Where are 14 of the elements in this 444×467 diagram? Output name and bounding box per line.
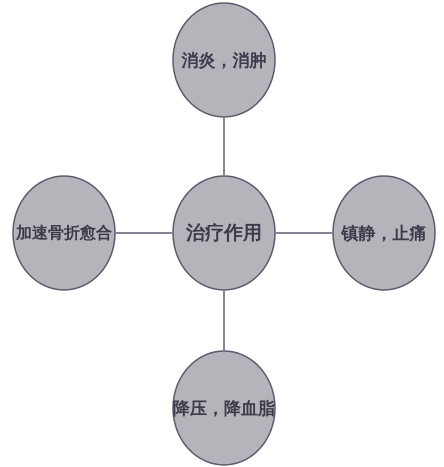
node-label: 消炎，消肿 [182,50,266,72]
connector-line [116,232,172,234]
ellipse-node [332,175,436,291]
ellipse-node [172,2,276,118]
node-label: 降压，降血脂 [173,398,275,420]
node-label: 镇静，止痛 [342,222,426,244]
node-label: 治疗作用 [186,221,262,246]
connector-line [276,232,332,234]
ellipse-node [172,175,276,291]
connector-line [223,118,225,175]
connector-line [223,291,225,350]
node-label: 加速骨折愈合 [16,222,112,244]
ellipse-node [12,175,116,291]
ellipse-node [172,350,276,466]
